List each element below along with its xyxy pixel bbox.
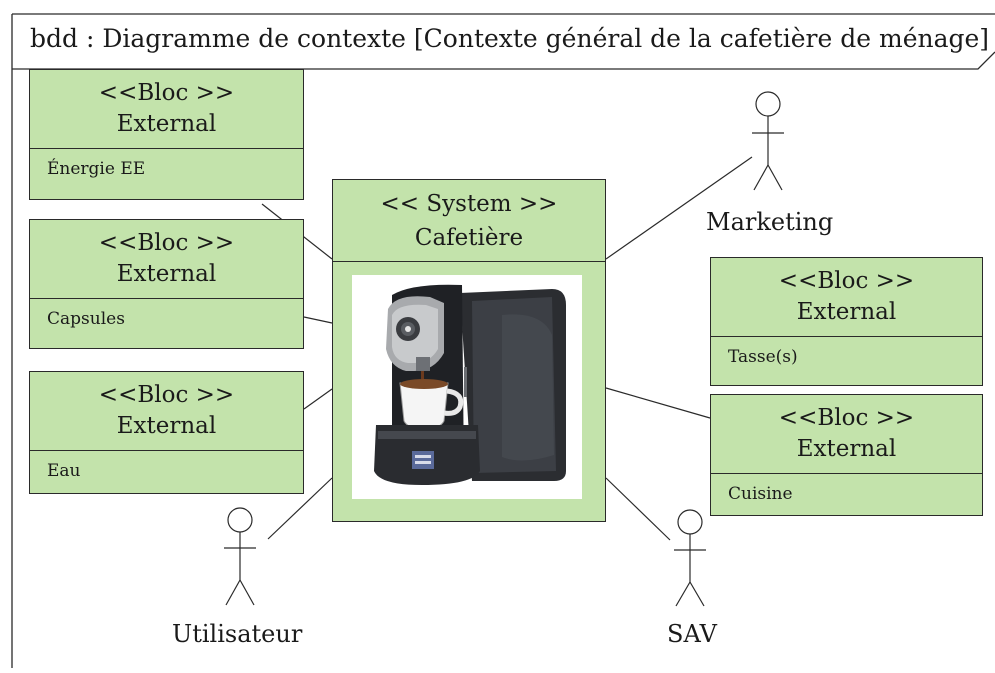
- block-tasses: <<Bloc >> External Tasse(s): [710, 257, 983, 386]
- block-stereotype: <<Bloc >>: [778, 268, 915, 294]
- frame-title-tab: [12, 51, 995, 70]
- connector-marketing: [605, 156, 753, 260]
- connector-capsules: [303, 316, 333, 324]
- block-capsules: <<Bloc >> External Capsules: [29, 219, 304, 349]
- block-energie-ee: <<Bloc >> External Énergie EE: [29, 69, 304, 200]
- actor-utilisateur-figure: [224, 507, 256, 606]
- system-stereotype: << System >>: [380, 190, 558, 217]
- block-stereotype: <<Bloc >>: [778, 405, 915, 431]
- block-name: External: [116, 111, 217, 137]
- block-attribute: Tasse(s): [728, 347, 798, 367]
- system-header: << System >> Cafetière: [333, 180, 605, 262]
- actor-marketing-figure: [752, 91, 784, 191]
- block-name: External: [116, 261, 217, 287]
- diagram-frame-title: bdd : Diagramme de contexte [Contexte gé…: [30, 24, 990, 53]
- block-attribute: Capsules: [47, 309, 125, 329]
- block-attribute: Cuisine: [728, 484, 793, 504]
- connector-eau: [303, 388, 333, 410]
- block-stereotype: <<Bloc >>: [98, 80, 235, 106]
- block-header: <<Bloc >> External: [30, 220, 303, 299]
- block-header: <<Bloc >> External: [711, 395, 982, 474]
- block-cuisine: <<Bloc >> External Cuisine: [710, 394, 983, 516]
- actor-sav-label: SAV: [667, 620, 717, 648]
- connector-sav: [605, 477, 671, 541]
- block-name: External: [796, 436, 897, 462]
- system-name: Cafetière: [414, 224, 524, 251]
- block-attribute: Énergie EE: [47, 159, 146, 179]
- actor-sav-figure: [674, 509, 706, 607]
- connector-utilisateur: [267, 477, 333, 540]
- block-header: <<Bloc >> External: [30, 70, 303, 149]
- block-stereotype: <<Bloc >>: [98, 230, 235, 256]
- system-block-cafetiere: << System >> Cafetière: [332, 179, 606, 522]
- frame-border: [11, 13, 995, 668]
- block-attribute: Eau: [47, 461, 81, 481]
- actor-utilisateur-label: Utilisateur: [172, 620, 303, 648]
- coffee-machine-image: [352, 275, 582, 499]
- connector-cuisine: [605, 387, 711, 419]
- block-header: <<Bloc >> External: [711, 258, 982, 337]
- block-eau: <<Bloc >> External Eau: [29, 371, 304, 494]
- block-name: External: [796, 299, 897, 325]
- block-name: External: [116, 413, 217, 439]
- block-stereotype: <<Bloc >>: [98, 382, 235, 408]
- block-header: <<Bloc >> External: [30, 372, 303, 451]
- actor-marketing-label: Marketing: [706, 208, 834, 236]
